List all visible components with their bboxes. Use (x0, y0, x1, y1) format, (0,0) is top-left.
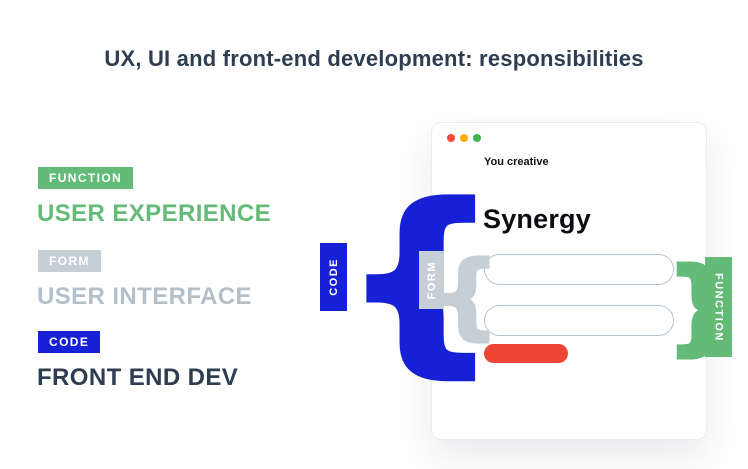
page-title: UX, UI and front-end development: respon… (104, 46, 644, 71)
code-vertical-label-text: CODE (327, 258, 340, 296)
form-vertical-label: FORM (419, 251, 444, 309)
input-field-2 (484, 305, 674, 336)
window-controls (447, 134, 481, 142)
minimize-dot-icon (460, 134, 468, 142)
function-vertical-label: FUNCTION (705, 257, 732, 357)
code-badge: CODE (38, 331, 101, 353)
function-vertical-label-text: FUNCTION (712, 272, 725, 342)
front-end-dev-label: FRONT END DEV (37, 364, 239, 391)
synergy-heading: Synergy (483, 204, 591, 234)
code-vertical-label: CODE (320, 243, 347, 311)
function-badge: FUNCTION (38, 167, 134, 189)
input-field-1 (484, 254, 674, 285)
browser-window: You creative Synergy (431, 122, 707, 440)
maximize-dot-icon (473, 134, 481, 142)
close-dot-icon (447, 134, 455, 142)
submit-button-shape (484, 344, 568, 363)
user-interface-label: USER INTERFACE (37, 283, 252, 310)
form-badge: FORM (38, 250, 101, 272)
brand-label: You creative (484, 156, 549, 168)
form-vertical-label-text: FORM (425, 260, 438, 300)
user-experience-label: USER EXPERIENCE (37, 200, 272, 227)
